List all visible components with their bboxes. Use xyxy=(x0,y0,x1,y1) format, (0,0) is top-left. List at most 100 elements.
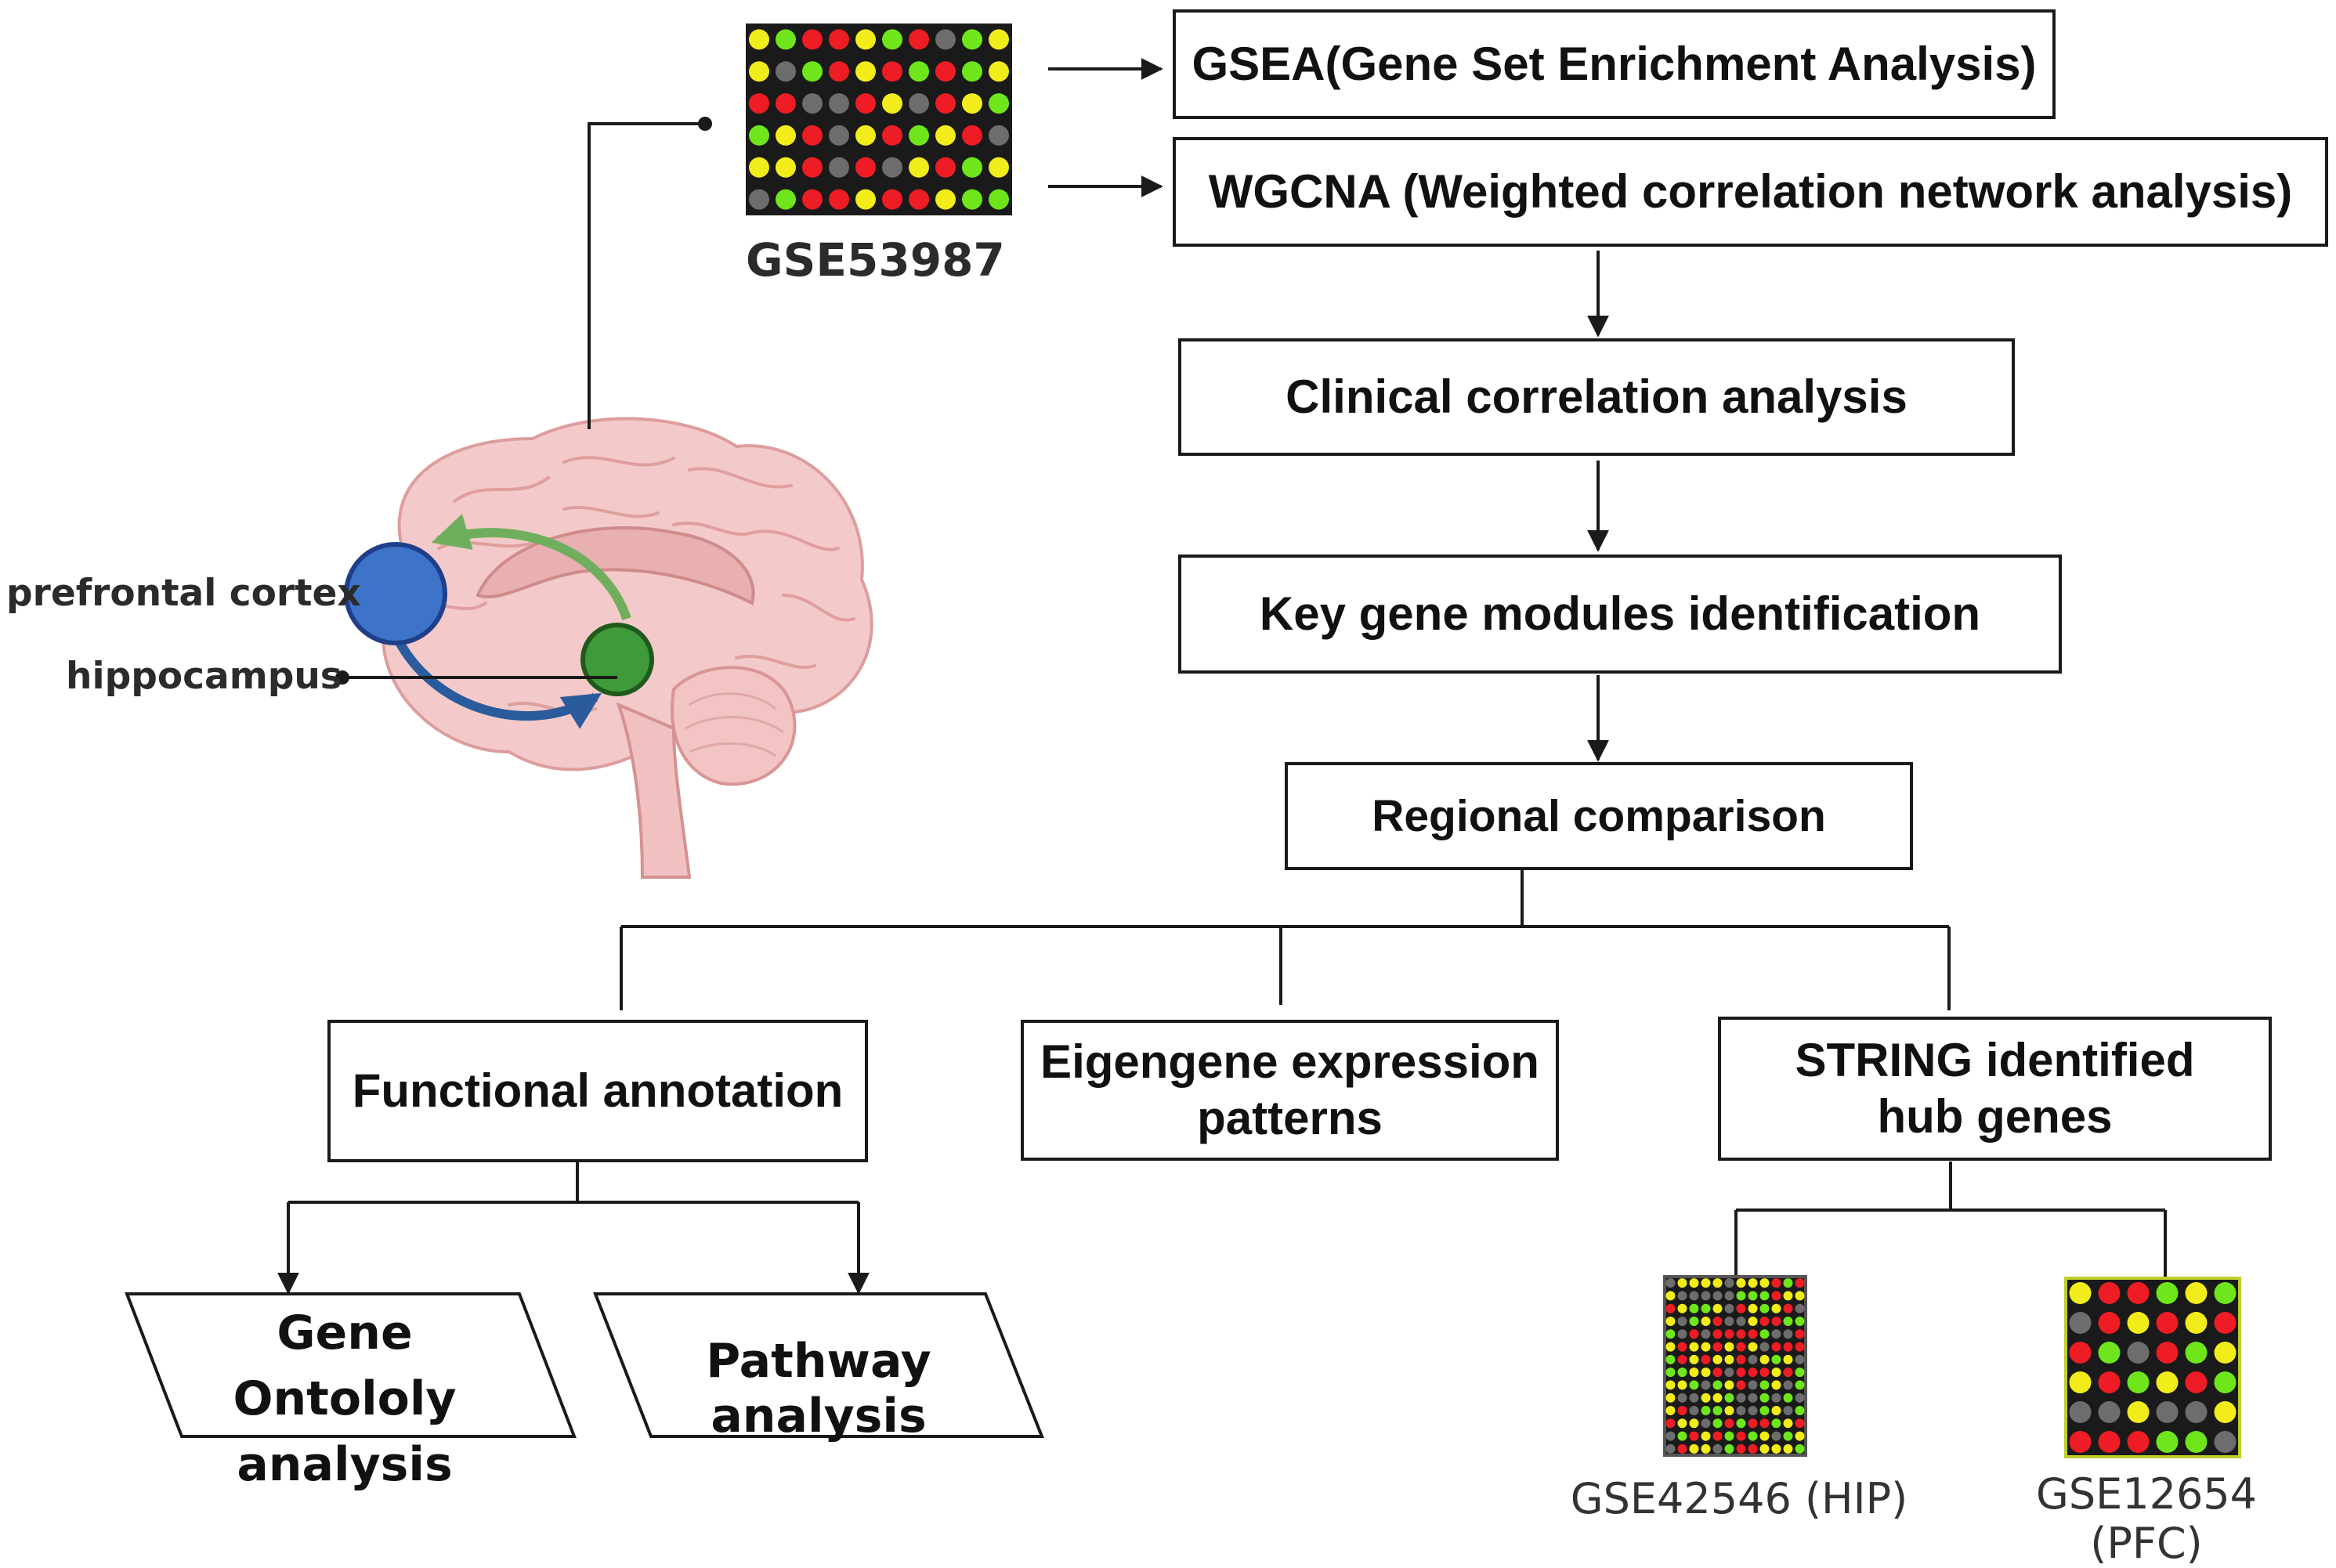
microarray-spot xyxy=(1795,1418,1805,1429)
microarray-spot xyxy=(2214,1371,2237,1393)
microarray-spot xyxy=(1736,1354,1746,1364)
microarray-spot xyxy=(882,189,902,210)
microarray-spot xyxy=(909,157,929,178)
microarray-spot xyxy=(802,61,823,82)
prefrontal-cortex-marker xyxy=(344,542,447,645)
microarray-spot xyxy=(1724,1317,1734,1326)
microarray-spot xyxy=(1701,1317,1711,1326)
eigengene-label: Eigengene expression patterns xyxy=(1040,1035,1539,1144)
microarray-spot xyxy=(1665,1418,1676,1429)
microarray-spot xyxy=(2185,1282,2208,1304)
microarray-spot xyxy=(1701,1380,1711,1390)
microarray-spot xyxy=(2185,1312,2208,1334)
string-hub-label: STRING identified hub genes xyxy=(1795,1034,2195,1143)
microarray-spot xyxy=(776,157,796,178)
microarray-spot xyxy=(1677,1418,1687,1429)
microarray-spot xyxy=(1712,1317,1723,1326)
microarray-spot xyxy=(749,61,769,82)
microarray-spot xyxy=(1712,1418,1723,1429)
microarray-spot xyxy=(1736,1431,1746,1441)
microarray-spot xyxy=(1759,1342,1770,1352)
microarray-spot xyxy=(909,125,929,146)
microarray-spot xyxy=(1736,1317,1746,1326)
prefrontal-cortex-label: prefrontal cortex xyxy=(6,572,361,615)
microarray-spot xyxy=(962,189,982,210)
wgcna-box: WGCNA (Weighted correlation network anal… xyxy=(1173,137,2328,247)
microarray-spot xyxy=(1771,1380,1781,1390)
microarray-spot xyxy=(962,93,982,114)
pfc-dataset-label: GSE12654 (PFC) xyxy=(2035,1469,2258,1568)
microarray-spot xyxy=(1736,1278,1746,1288)
microarray-spot xyxy=(1689,1291,1699,1301)
microarray-spot xyxy=(1748,1431,1758,1441)
hippocampus-marker xyxy=(580,623,654,696)
microarray-spot xyxy=(1689,1303,1699,1313)
microarray-spot xyxy=(1759,1317,1770,1326)
microarray-spot xyxy=(749,93,769,114)
microarray-spot xyxy=(989,29,1009,50)
microarray-spot xyxy=(2098,1342,2121,1364)
microarray-spot xyxy=(1689,1354,1699,1364)
microarray-grid-gse42546 xyxy=(1663,1275,1807,1457)
microarray-spot xyxy=(1783,1443,1793,1454)
microarray-spot xyxy=(1783,1317,1793,1326)
microarray-spot xyxy=(2214,1431,2237,1453)
microarray-spot xyxy=(1724,1303,1734,1313)
microarray-grid-gse12654 xyxy=(2064,1277,2241,1458)
microarray-spot xyxy=(802,125,823,146)
microarray-spot xyxy=(855,29,876,50)
microarray-spot xyxy=(1689,1443,1699,1454)
microarray-spot xyxy=(1783,1329,1793,1339)
microarray-spot xyxy=(2214,1342,2237,1364)
microarray-background xyxy=(746,23,1012,215)
microarray-spot xyxy=(1724,1431,1734,1441)
microarray-spot xyxy=(749,29,769,50)
pfc-to-hippocampus-arrow xyxy=(395,640,602,729)
microarray-spot xyxy=(1759,1393,1770,1403)
microarray-spot xyxy=(1689,1342,1699,1352)
hippocampus-to-pfc-arrow xyxy=(431,513,631,620)
microarray-spot xyxy=(1712,1431,1723,1441)
microarray-spot xyxy=(2156,1282,2179,1304)
microarray-spot xyxy=(1736,1367,1746,1378)
microarray-spot xyxy=(882,93,902,114)
regional-comparison-box: Regional comparison xyxy=(1285,762,1913,870)
microarray-label: GSE53987 xyxy=(746,233,1005,287)
microarray-spot xyxy=(1689,1406,1699,1415)
microarray-spot xyxy=(1771,1317,1781,1326)
microarray-spot xyxy=(909,29,929,50)
microarray-spot xyxy=(1724,1380,1734,1390)
microarray-spot xyxy=(1759,1431,1770,1441)
microarray-spot xyxy=(1701,1329,1711,1339)
brain-gyri xyxy=(414,456,855,714)
microarray-spot xyxy=(2156,1342,2179,1364)
microarray-spot xyxy=(1759,1303,1770,1313)
microarray-spot xyxy=(1759,1406,1770,1415)
microarray-spot xyxy=(962,157,982,178)
microarray-spot xyxy=(1783,1303,1793,1313)
microarray-spot xyxy=(1795,1317,1805,1326)
microarray-spot xyxy=(935,61,956,82)
brain-to-microarray-line xyxy=(588,122,705,429)
microarray-spot xyxy=(1724,1406,1734,1415)
microarray-spot xyxy=(2156,1312,2179,1334)
microarray-spot xyxy=(2185,1371,2208,1393)
microarray-spot xyxy=(1795,1303,1805,1313)
microarray-spot xyxy=(1748,1443,1758,1454)
brainstem xyxy=(616,702,692,879)
microarray-spot xyxy=(1795,1406,1805,1415)
microarray-spot xyxy=(776,189,796,210)
microarray-spot xyxy=(989,125,1009,146)
microarray-spot xyxy=(1736,1380,1746,1390)
microarray-spot xyxy=(1771,1342,1781,1352)
microarray-spot xyxy=(1795,1278,1805,1288)
microarray-spot xyxy=(1759,1367,1770,1378)
microarray-spot xyxy=(829,29,849,50)
microarray-spot xyxy=(1712,1443,1723,1454)
microarray-spot xyxy=(2098,1401,2121,1423)
microarray-spot xyxy=(829,189,849,210)
microarray-spot xyxy=(935,125,956,146)
microarray-spot xyxy=(2156,1401,2179,1423)
microarray-spot xyxy=(1689,1431,1699,1441)
microarray-spot xyxy=(1748,1418,1758,1429)
